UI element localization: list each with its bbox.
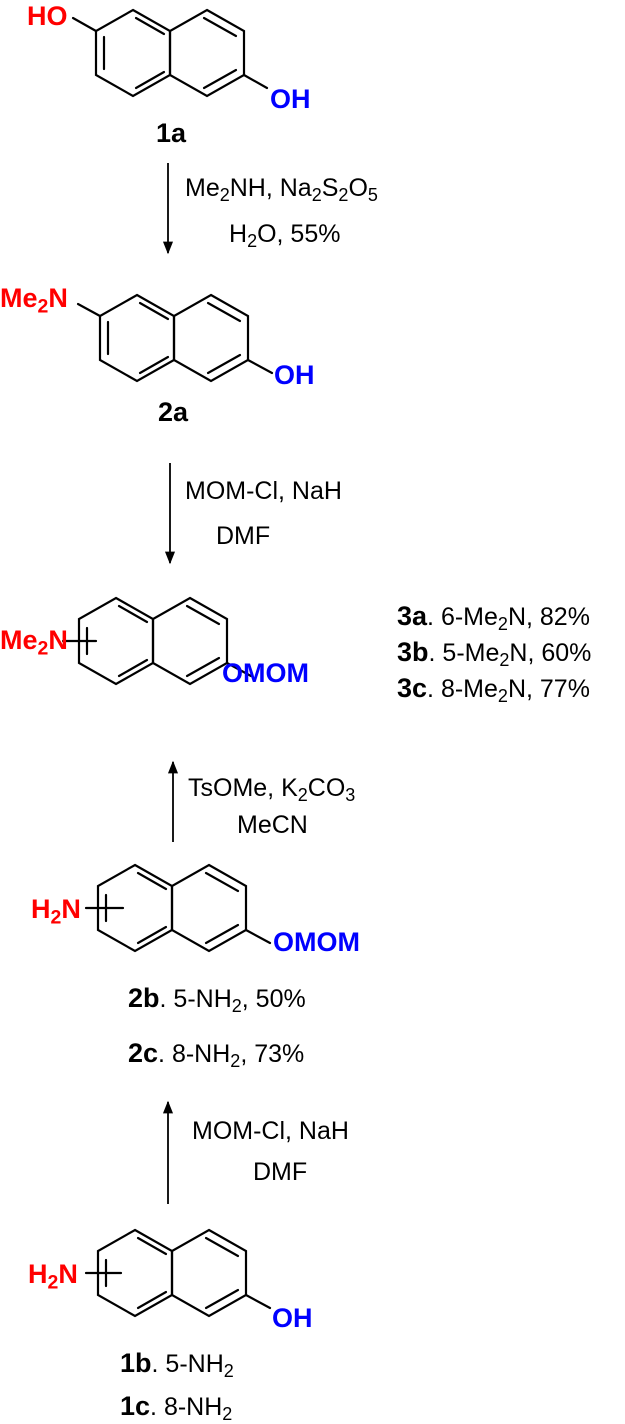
conditions-step3-line1: TsOMe, K2CO3 — [188, 774, 356, 806]
compound-label-2a: 2a — [158, 397, 189, 427]
compound-label-1a: 1a — [156, 118, 187, 148]
conditions-step4-line1: MOM-Cl, NaH — [192, 1117, 349, 1145]
methoxymethoxy-group-2bc: OMOM — [273, 927, 360, 957]
yield-2c: 2c. 8-NH2, 73% — [128, 1038, 305, 1072]
naphthalene-1bc-structure — [84, 1228, 272, 1318]
conditions-step1-line2: H2O, 55% — [229, 220, 341, 252]
naphthalene-2bc-structure — [84, 863, 272, 953]
amino-group-2bc: H2N — [31, 894, 81, 929]
methoxymethoxy-group-3: OMOM — [222, 658, 309, 688]
conditions-step3-line2: MeCN — [237, 811, 308, 839]
hydroxy-group-right-1a: OH — [270, 84, 311, 114]
yield-2b: 2b. 5-NH2, 50% — [128, 983, 306, 1017]
conditions-step1-line1: Me2NH, Na2S2O5 — [185, 174, 378, 206]
amino-group-1bc: H2N — [28, 1259, 78, 1294]
dimethylamino-group-2a: Me2N — [0, 283, 68, 318]
dimethylamino-group-3: Me2N — [0, 625, 68, 660]
conditions-step2-line2: DMF — [216, 522, 271, 550]
conditions-step2-line1: MOM-Cl, NaH — [185, 477, 342, 505]
naphthalene-1a-structure — [71, 8, 269, 98]
hydroxy-group-1bc: OH — [272, 1303, 313, 1333]
label-1c: 1c. 8-NH2 — [120, 1391, 233, 1424]
naphthalene-2a-structure — [76, 293, 274, 383]
naphthalene-3-structure — [61, 596, 253, 686]
yield-3a: 3a. 6-Me2N, 82% — [397, 601, 590, 635]
label-1b: 1b. 5-NH2 — [120, 1348, 234, 1382]
yield-3b: 3b. 5-Me2N, 60% — [397, 637, 592, 671]
hydroxy-group-left-1a: HO — [27, 1, 68, 31]
conditions-step4-line2: DMF — [253, 1158, 308, 1186]
hydroxy-group-2a: OH — [274, 360, 315, 390]
yield-3c: 3c. 8-Me2N, 77% — [397, 673, 590, 707]
